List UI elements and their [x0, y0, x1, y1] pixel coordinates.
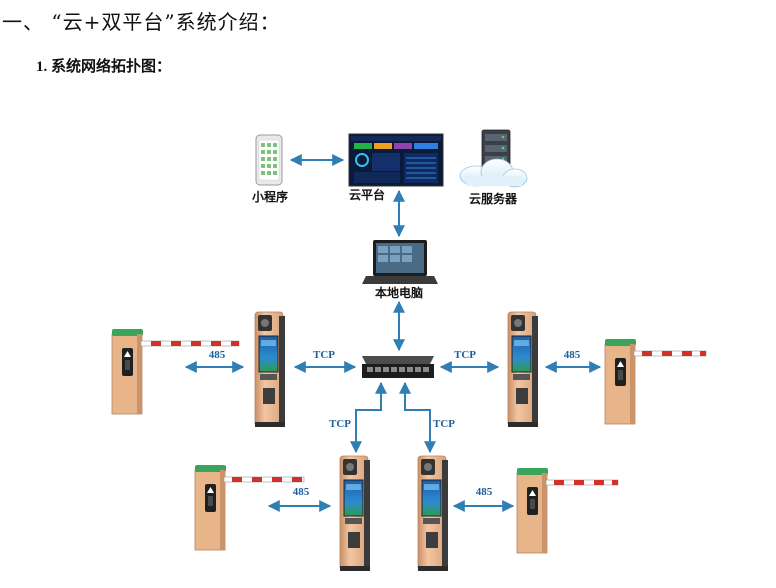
- cloud-platform-label: 云平台: [349, 187, 385, 202]
- cloud-server-label: 云服务器: [469, 191, 518, 206]
- link-label-485: 485: [564, 349, 581, 361]
- parking-terminal-bottom-right: [417, 455, 449, 572]
- link-label-tcp: TCP: [454, 349, 476, 361]
- cloud-platform-dashboard: [348, 133, 444, 187]
- network-switch: [362, 356, 434, 378]
- link-label-tcp: TCP: [329, 418, 351, 430]
- link-label-485: 485: [293, 486, 310, 498]
- barrier-gate-left: [111, 328, 240, 415]
- link-label-485: 485: [476, 486, 493, 498]
- local-pc-label: 本地电脑: [375, 285, 423, 300]
- link-label-tcp: TCP: [433, 418, 455, 430]
- link-label-tcp: TCP: [313, 349, 335, 361]
- mini-program-phone: [255, 134, 283, 186]
- parking-terminal-bottom-left: [339, 455, 371, 572]
- parking-terminal-right: [507, 311, 539, 428]
- cloud-server-icon: [459, 129, 528, 188]
- barrier-gate-bottom-left: [194, 464, 305, 551]
- mini-program-label: 小程序: [252, 189, 288, 204]
- barrier-gate-right: [604, 338, 707, 425]
- section-title: 一、 “云+双平台”系统介绍：: [2, 10, 281, 34]
- arrow-switch-bottom-right-terminal: [399, 381, 436, 454]
- arrow-switch-bottom-left-terminal: [350, 381, 387, 454]
- local-pc-laptop: [362, 240, 438, 284]
- parking-terminal-left: [254, 311, 286, 428]
- subsection-title: 1. 系统网络拓扑图：: [36, 59, 172, 75]
- barrier-gate-bottom-right: [516, 467, 619, 554]
- link-label-485: 485: [209, 349, 226, 361]
